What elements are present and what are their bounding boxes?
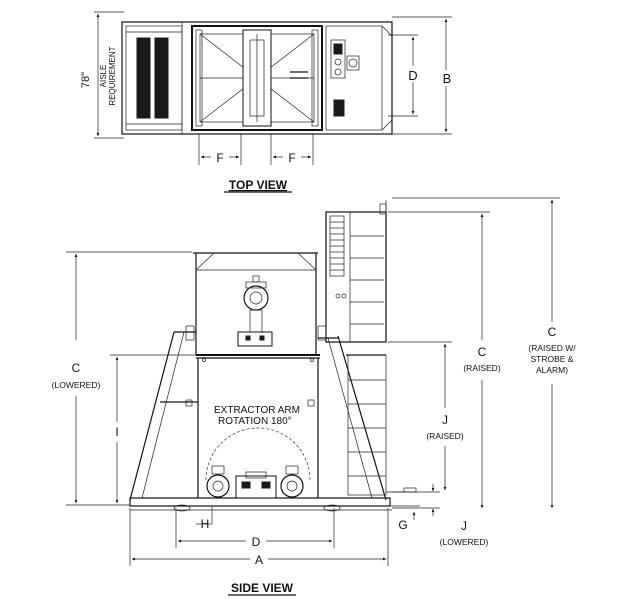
dim-c-strobe-sub2: STROBE & [531, 354, 574, 364]
side-view-tower [325, 200, 387, 343]
dim-c-lowered-label: C [72, 361, 81, 375]
side-view: EXTRACTOR ARM ROTATION 180° C (LOWERED) … [52, 197, 576, 596]
dim-f-left-label: F [216, 151, 223, 165]
dim-f: F F [198, 134, 314, 165]
dim-c-strobe: C (RAISED W/ STROBE & ALARM) [392, 197, 576, 509]
side-view-upper-frame [185, 252, 327, 355]
dim-i-label: I [115, 425, 118, 439]
dim-j-raised-sub: (RAISED) [426, 431, 463, 441]
top-view: 78" AISLE REQUIREMENT B D [80, 11, 456, 193]
dim-78-aisle: 78" AISLE REQUIREMENT [80, 11, 124, 139]
dim-c-strobe-sub3: ALARM) [536, 365, 568, 375]
dim-c-lowered: C (LOWERED) [52, 251, 192, 506]
dim-j-lowered: J (LOWERED) [392, 484, 488, 547]
top-view-center-frame [191, 25, 323, 131]
dim-g-label: G [398, 518, 407, 532]
dim-d-side: D [175, 508, 335, 549]
dim-d-side-label: D [252, 535, 261, 549]
dim-a-label: A [255, 553, 263, 567]
dim-j-raised-label: J [442, 413, 448, 427]
dim-j-lowered-label: J [461, 519, 467, 533]
dim-b-label: B [443, 71, 452, 86]
top-view-title: TOP VIEW [229, 178, 288, 192]
side-view-main-body [129, 331, 417, 512]
dim-c-raised-label: C [478, 345, 487, 359]
dim-c-strobe-label: C [548, 325, 557, 339]
dim-j-raised: J (RAISED) [388, 341, 464, 491]
dim-h: H [196, 506, 213, 531]
aisle-label-line1: AISLE [99, 65, 108, 88]
dim-d-top-label: D [408, 68, 417, 83]
dim-h-label: H [201, 517, 210, 531]
dim-j-lowered-sub: (LOWERED) [440, 537, 489, 547]
dim-c-lowered-sub: (LOWERED) [52, 380, 101, 390]
extractor-arm-annotation-line1: EXTRACTOR ARM [214, 405, 300, 416]
dim-f-right-label: F [288, 151, 295, 165]
dim-d-top: D [388, 34, 421, 117]
dim-b: B [392, 16, 456, 135]
top-view-control-panel [325, 25, 393, 131]
dim-g: G [390, 505, 420, 532]
dim-c-strobe-sub1: (RAISED W/ [528, 343, 576, 353]
dim-i: I [110, 354, 196, 504]
dim-c-raised-sub: (RAISED) [463, 363, 500, 373]
dim-c-raised: C (RAISED) [388, 211, 501, 509]
top-view-left-grate [125, 22, 183, 134]
side-view-lower-arm [205, 427, 311, 499]
extractor-arm-annotation-line2: ROTATION 180° [218, 416, 292, 427]
side-view-upper-arm [237, 275, 273, 347]
side-view-title: SIDE VIEW [231, 581, 294, 595]
dim-78-label: 78" [80, 72, 92, 88]
aisle-label-line2: REQUIREMENT [108, 46, 117, 105]
dim-a: A [129, 508, 389, 567]
